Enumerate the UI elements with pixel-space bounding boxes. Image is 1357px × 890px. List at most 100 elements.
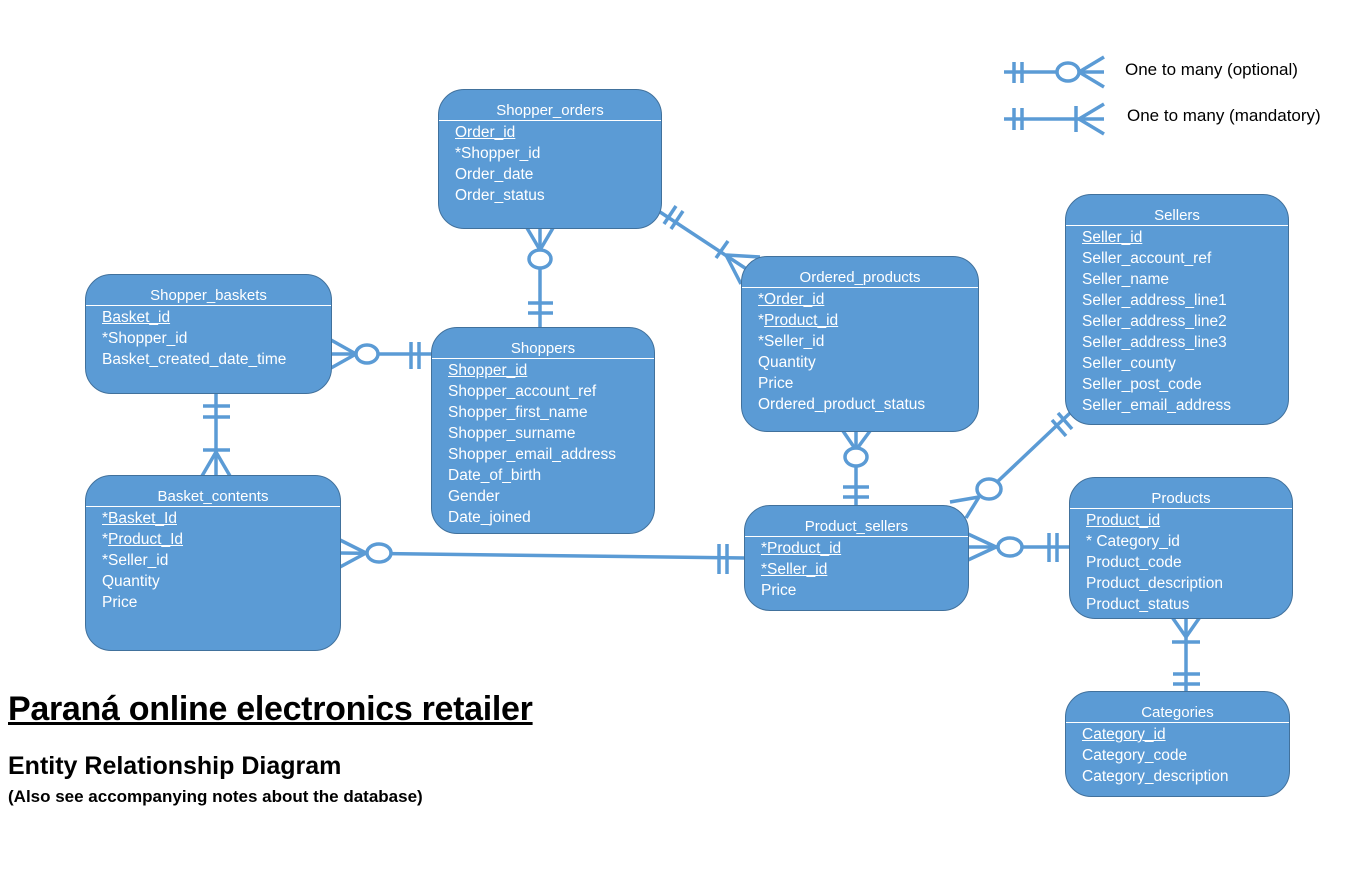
primary-key-attribute: Product_id <box>1086 512 1161 529</box>
attribute: *Product_id <box>758 310 978 331</box>
attribute-text: Product_code <box>1086 554 1182 571</box>
attribute-text: * <box>758 312 765 329</box>
attribute: Price <box>102 592 340 613</box>
link-shoppers-shopper-baskets <box>330 338 432 370</box>
attribute: Date_joined <box>448 507 654 528</box>
attribute: Product_code <box>1086 552 1292 573</box>
attribute-text: *Shopper_id <box>455 145 541 162</box>
attribute: Category_description <box>1082 766 1289 787</box>
attribute: Order_date <box>455 164 661 185</box>
primary-key-attribute: Shopper_id <box>448 362 528 379</box>
attribute: Product_status <box>1086 594 1292 615</box>
attribute: Quantity <box>102 571 340 592</box>
attribute-text: Seller_account_ref <box>1082 250 1212 267</box>
attribute: Shopper_email_address <box>448 444 654 465</box>
entity-name: Basket_contents <box>86 476 340 507</box>
link-product-sellers-ordered-products <box>841 429 872 507</box>
attribute: Price <box>761 580 968 601</box>
attribute-text: *Seller_id <box>758 333 825 350</box>
attribute-text: Seller_address_line2 <box>1082 313 1227 330</box>
link-categories-products <box>1170 615 1202 692</box>
attribute-text: Product_description <box>1086 575 1223 592</box>
legend-optional-symbol <box>1004 55 1105 89</box>
link-shoppers-shopper-orders <box>525 227 555 328</box>
attribute-text: Seller_name <box>1082 271 1170 288</box>
link-shopper-orders-ordered-products <box>659 205 761 285</box>
attribute: Seller_name <box>1082 269 1288 290</box>
attribute-text: Seller_email_address <box>1082 397 1232 414</box>
attribute: Basket_id <box>102 307 331 328</box>
attribute: Seller_post_code <box>1082 374 1288 395</box>
diagram-note: (Also see accompanying notes about the d… <box>8 787 423 806</box>
attribute: Shopper_surname <box>448 423 654 444</box>
attribute-text: Ordered_product_status <box>758 396 926 413</box>
attribute: *Order_id <box>758 289 978 310</box>
attribute: *Seller_id <box>758 331 978 352</box>
entity-name: Products <box>1070 478 1292 509</box>
attribute: Category_code <box>1082 745 1289 766</box>
attribute: *Basket_Id <box>102 508 340 529</box>
attribute: Shopper_account_ref <box>448 381 654 402</box>
entity-name: Categories <box>1066 692 1289 723</box>
attribute: Order_id <box>455 122 661 143</box>
diagram-title: Paraná online electronics retailer <box>8 690 533 728</box>
attribute: Seller_email_address <box>1082 395 1288 416</box>
primary-key-attribute: Seller_id <box>1082 229 1143 246</box>
attribute-text: Shopper_email_address <box>448 446 617 463</box>
attribute: Product_id <box>1086 510 1292 531</box>
attribute-text: * Category_id <box>1086 533 1180 550</box>
attribute: Order_status <box>455 185 661 206</box>
entity-basket-contents[interactable]: Basket_contents*Basket_Id*Product_Id*Sel… <box>85 475 341 651</box>
entity-ordered-products[interactable]: Ordered_products*Order_id*Product_id*Sel… <box>741 256 979 432</box>
link-product-sellers-basket-contents <box>339 538 746 574</box>
link-sellers-product-sellers <box>949 411 1074 519</box>
primary-key-attribute: Product_id <box>764 312 839 329</box>
attribute-text: Order_status <box>455 187 545 204</box>
attribute: Gender <box>448 486 654 507</box>
attribute-text: *Shopper_id <box>102 330 188 347</box>
primary-key-attribute: *Seller_id <box>761 561 828 578</box>
attribute-text: Shopper_surname <box>448 425 576 442</box>
attribute: Seller_account_ref <box>1082 248 1288 269</box>
attribute: *Shopper_id <box>102 328 331 349</box>
entity-name: Shopper_orders <box>439 90 661 121</box>
attribute-text: Gender <box>448 488 500 505</box>
attribute-text: * <box>102 531 109 548</box>
attribute: Product_description <box>1086 573 1292 594</box>
attribute-text: Date_joined <box>448 509 531 526</box>
attribute-text: Price <box>761 582 797 599</box>
attribute: Seller_address_line3 <box>1082 332 1288 353</box>
attribute-text: Shopper_first_name <box>448 404 588 421</box>
diagram-subtitle: Entity Relationship Diagram <box>8 752 342 780</box>
attribute-text: Basket_created_date_time <box>102 351 287 368</box>
attribute-text: Seller_county <box>1082 355 1176 372</box>
attribute-text: Category_description <box>1082 768 1229 785</box>
primary-key-attribute: *Product_id <box>761 540 842 557</box>
attribute-text: Price <box>102 594 138 611</box>
attribute: Date_of_birth <box>448 465 654 486</box>
attribute: Seller_id <box>1082 227 1288 248</box>
entity-name: Shopper_baskets <box>86 275 331 306</box>
attribute-text: Date_of_birth <box>448 467 542 484</box>
legend-optional-label: One to many (optional) <box>1125 60 1298 79</box>
attribute-text: Quantity <box>102 573 160 590</box>
legend-mandatory-symbol <box>1004 102 1105 136</box>
attribute: Shopper_first_name <box>448 402 654 423</box>
entity-name: Shoppers <box>432 328 654 359</box>
attribute-text: Product_status <box>1086 596 1190 613</box>
attribute: Ordered_product_status <box>758 394 978 415</box>
